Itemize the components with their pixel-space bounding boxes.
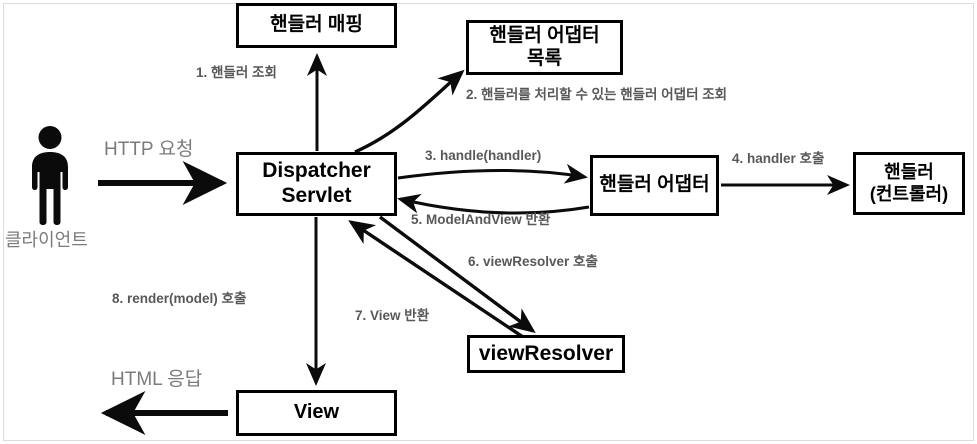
label-step-7: 7. View 반환 xyxy=(355,308,430,323)
person-icon xyxy=(32,126,68,225)
label-http-response: HTML 응답 xyxy=(111,369,203,390)
node-dispatcher-servlet[interactable]: Dispatcher Servlet xyxy=(236,152,397,216)
label-step-2: 2. 핸들러를 처리할 수 있는 핸들러 어댑터 조회 xyxy=(466,87,728,102)
node-view-resolver[interactable]: viewResolver xyxy=(467,335,625,373)
label-step-8: 8. render(model) 호출 xyxy=(112,291,247,306)
label-step-6: 6. viewResolver 호출 xyxy=(468,254,598,269)
node-dispatcher-servlet-label: Dispatcher Servlet xyxy=(262,159,371,207)
label-step-1: 1. 핸들러 조회 xyxy=(196,65,277,80)
node-handler-adapter-list-label: 핸들러 어댑터 목록 xyxy=(489,25,600,69)
node-handler-adapter-label: 핸들러 어댑터 xyxy=(599,174,710,196)
node-handler-controller[interactable]: 핸들러 (컨트롤러) xyxy=(853,152,965,215)
label-step-3: 3. handle(handler) xyxy=(425,148,542,163)
node-handler-mapping-label: 핸들러 매핑 xyxy=(270,14,363,36)
node-view-label: View xyxy=(293,401,340,424)
arrow-step-7 xyxy=(348,220,524,339)
node-view[interactable]: View xyxy=(236,390,397,436)
arrow-step-5 xyxy=(397,193,590,215)
arrow-step-3 xyxy=(397,163,588,184)
label-step-4: 4. handler 호출 xyxy=(732,151,825,166)
node-handler-controller-label: 핸들러 (컨트롤러) xyxy=(869,162,949,204)
label-step-5: 5. ModelAndView 반환 xyxy=(411,212,551,227)
arrow-step-2 xyxy=(354,69,465,154)
label-http-request: HTTP 요청 xyxy=(104,139,194,160)
arrow-step-6 xyxy=(378,215,536,334)
client-label: 클라이언트 xyxy=(5,230,88,250)
node-handler-mapping[interactable]: 핸들러 매핑 xyxy=(236,3,397,48)
node-view-resolver-label: viewResolver xyxy=(478,341,614,365)
node-handler-adapter[interactable]: 핸들러 어댑터 xyxy=(590,155,719,216)
node-handler-adapter-list[interactable]: 핸들러 어댑터 목록 xyxy=(466,20,623,75)
